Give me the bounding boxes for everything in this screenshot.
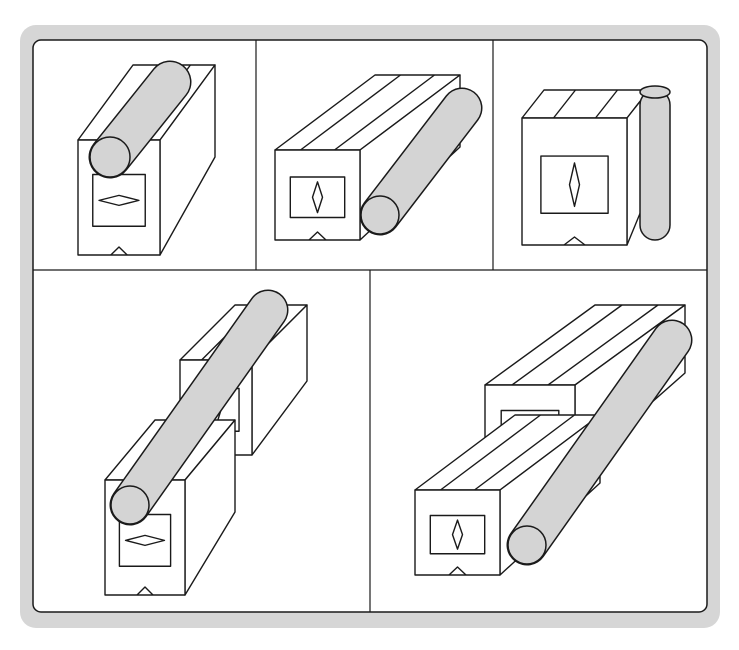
clamp-slot xyxy=(568,162,581,208)
clamp-slot xyxy=(98,194,140,207)
block-window xyxy=(540,155,609,214)
clamp-slot xyxy=(451,519,464,550)
panel-v-block-rod-vertical xyxy=(521,85,671,246)
groove-line xyxy=(300,74,401,151)
bottom-v-notch xyxy=(308,231,327,241)
rod-body xyxy=(361,89,481,234)
block-front-face xyxy=(274,149,361,241)
groove-line xyxy=(440,414,541,491)
groove-line xyxy=(594,89,619,119)
rod-end xyxy=(507,525,547,565)
block-window xyxy=(289,176,346,219)
rod-body xyxy=(508,321,691,564)
rod-end xyxy=(639,85,671,99)
groove-line xyxy=(547,304,659,386)
bottom-v-notch xyxy=(110,246,128,256)
rod-end xyxy=(360,195,400,235)
block-window xyxy=(429,514,486,555)
groove-line xyxy=(334,74,435,151)
clamp-slot xyxy=(124,534,166,547)
panel-two-v-blocks-rod-on-side xyxy=(414,304,693,576)
rod-vertical xyxy=(639,89,671,241)
panel-v-block-rod-on-top xyxy=(77,60,216,256)
groove-line xyxy=(511,304,623,386)
rod-end xyxy=(110,485,150,525)
rod-end xyxy=(89,136,131,178)
groove-line xyxy=(474,414,575,491)
bottom-v-notch xyxy=(563,236,586,246)
bottom-v-notch xyxy=(448,566,467,576)
block-front-face xyxy=(521,117,628,246)
panel-v-block-rod-on-side xyxy=(274,74,483,241)
groove-line xyxy=(552,89,577,119)
panel-two-v-blocks-rod-on-top xyxy=(104,289,308,596)
block-front-face xyxy=(414,489,501,576)
rod-body xyxy=(111,291,287,524)
clamp-slot xyxy=(311,181,324,214)
bottom-v-notch xyxy=(136,586,154,596)
